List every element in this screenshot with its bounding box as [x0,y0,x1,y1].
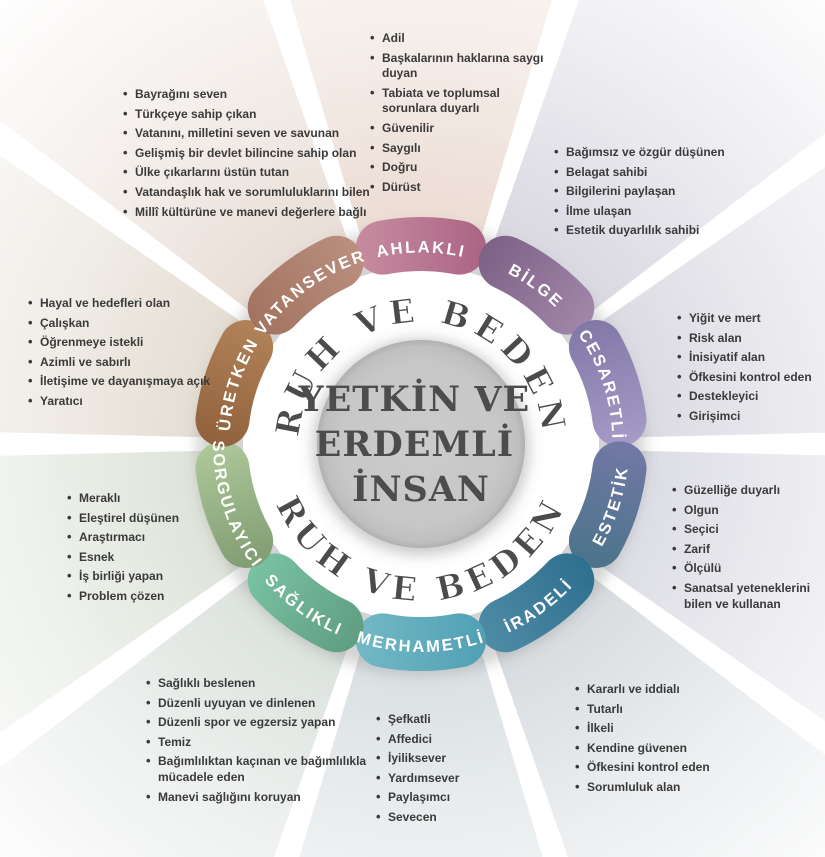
trait-item: Güzelliğe duyarlı [671,482,823,499]
trait-list-estetik: Güzelliğe duyarlıOlgunSeçiciZarifÖlçülüS… [671,482,823,616]
ring-segment-vatansever [247,235,364,335]
trait-item: Öfkesini kontrol eden [574,759,774,776]
trait-item: Ölçülü [671,560,823,577]
trait-item: Esnek [66,549,241,566]
center-title: YETKİN VE ERDEMLİ İNSAN [298,377,544,510]
trait-item: Vatanını, milletini seven ve savunan [122,125,378,142]
ring-segment-merhametli [355,613,487,671]
trait-list-iradeli: Kararlı ve iddialıTutarlıİlkeliKendine g… [574,681,774,800]
trait-item: Çalışkan [27,315,239,332]
trait-item: Güvenilir [369,120,547,137]
trait-item: Sanatsal yeteneklerini bilen ve kullanan [671,580,823,612]
trait-item: Düzenli spor ve egzersiz yapan [145,714,373,731]
trait-item: Bilgilerini paylaşan [553,183,768,200]
ring-segment-estetik [568,441,647,568]
segment-label-ahlakli: AHLAKLI [375,238,468,261]
trait-item: Temiz [145,734,373,751]
trait-list-uretken: Hayal ve hedefleri olanÇalışkanÖğrenmeye… [27,295,239,414]
trait-item: Doğru [369,159,547,176]
ring-segment-ahlakli [355,217,487,275]
trait-item: Öğrenmeye istekli [27,334,239,351]
trait-item: Tutarlı [574,701,774,718]
trait-list-merhametli: ŞefkatliAffediciİyilikseverYardımseverPa… [375,711,525,830]
trait-item: Problem çözen [66,588,241,605]
trait-item: Başkalarının haklarına saygı duyan [369,50,547,82]
trait-item: Affedici [375,731,525,748]
trait-item: İş birliği yapan [66,568,241,585]
trait-items: AdilBaşkalarının haklarına saygı duyanTa… [369,30,547,196]
trait-item: Bağımsız ve özgür düşünen [553,144,768,161]
trait-item: Ülke çıkarlarını üstün tutan [122,164,378,181]
trait-item: Kararlı ve iddialı [574,681,774,698]
ring-segment-cesaretli [568,320,647,447]
trait-item: Türkçeye sahip çıkan [122,106,378,123]
ring-segments [195,217,647,671]
trait-item: Seçici [671,521,823,538]
trait-item: Tabiata ve toplumsal sorunlara duyarlı [369,85,547,117]
trait-item: İyiliksever [375,750,525,767]
trait-item: Azimli ve sabırlı [27,354,239,371]
trait-item: İlkeli [574,720,774,737]
trait-item: Manevi sağlığını koruyan [145,789,373,806]
trait-item: Eleştirel düşünen [66,510,241,527]
trait-list-cesaretli: Yiğit ve mertRisk alanİnisiyatif alanÖfk… [676,310,825,429]
trait-item: Destekleyici [676,388,825,405]
trait-item: Hayal ve hedefleri olan [27,295,239,312]
trait-item: Sorumluluk alan [574,779,774,796]
trait-items: Bayrağını sevenTürkçeye sahip çıkanVatan… [122,86,378,221]
trait-item: Araştırmacı [66,529,241,546]
trait-item: İnisiyatif alan [676,349,825,366]
trait-item: Meraklı [66,490,241,507]
trait-item: Sağlıklı beslenen [145,675,373,692]
trait-items: Sağlıklı beslenenDüzenli uyuyan ve dinle… [145,675,373,806]
ring-segment-saglikli [247,553,364,653]
trait-item: İletişime ve dayanışmaya açık [27,373,239,390]
trait-item: Belagat sahibi [553,164,768,181]
trait-item: Adil [369,30,547,47]
trait-list-sorgulayici: MeraklıEleştirel düşünenAraştırmacıEsnek… [66,490,241,609]
trait-item: Yardımsever [375,770,525,787]
trait-items: Kararlı ve iddialıTutarlıİlkeliKendine g… [574,681,774,796]
trait-items: MeraklıEleştirel düşünenAraştırmacıEsnek… [66,490,241,605]
trait-item: Estetik duyarlılık sahibi [553,222,768,239]
trait-item: İlme ulaşan [553,203,768,220]
trait-item: Şefkatli [375,711,525,728]
ring-segment-iradeli [478,553,595,653]
trait-items: ŞefkatliAffediciİyilikseverYardımseverPa… [375,711,525,826]
trait-list-saglikli: Sağlıklı beslenenDüzenli uyuyan ve dinle… [145,675,373,809]
trait-item: Vatandaşlık hak ve sorumluluklarını bile… [122,184,378,201]
ring-segment-bilge [478,235,595,335]
trait-item: Sevecen [375,809,525,826]
trait-item: Gelişmiş bir devlet bilincine sahip olan [122,145,378,162]
trait-item: Paylaşımcı [375,789,525,806]
trait-item: Zarif [671,541,823,558]
trait-item: Öfkesini kontrol eden [676,369,825,386]
trait-item: Düzenli uyuyan ve dinlenen [145,695,373,712]
trait-item: Saygılı [369,140,547,157]
trait-item: Bayrağını seven [122,86,378,103]
trait-item: Millî kültürüne ve manevi değerlere bağl… [122,204,378,221]
trait-item: Girişimci [676,408,825,425]
trait-list-ahlakli: AdilBaşkalarının haklarına saygı duyanTa… [369,30,547,199]
trait-items: Yiğit ve mertRisk alanİnisiyatif alanÖfk… [676,310,825,425]
trait-list-bilge: Bağımsız ve özgür düşünenBelagat sahibiB… [553,144,768,243]
trait-item: Yaratıcı [27,393,239,410]
trait-item: Olgun [671,502,823,519]
trait-items: Hayal ve hedefleri olanÇalışkanÖğrenmeye… [27,295,239,410]
trait-item: Yiğit ve mert [676,310,825,327]
trait-list-vatansever: Bayrağını sevenTürkçeye sahip çıkanVatan… [122,86,378,224]
trait-items: Bağımsız ve özgür düşünenBelagat sahibiB… [553,144,768,239]
center-circle [317,340,525,548]
trait-item: Risk alan [676,330,825,347]
trait-item: Dürüst [369,179,547,196]
trait-items: Güzelliğe duyarlıOlgunSeçiciZarifÖlçülüS… [671,482,823,612]
trait-item: Kendine güvenen [574,740,774,757]
trait-item: Bağımlılıktan kaçınan ve bağımlılıkla mü… [145,753,373,785]
